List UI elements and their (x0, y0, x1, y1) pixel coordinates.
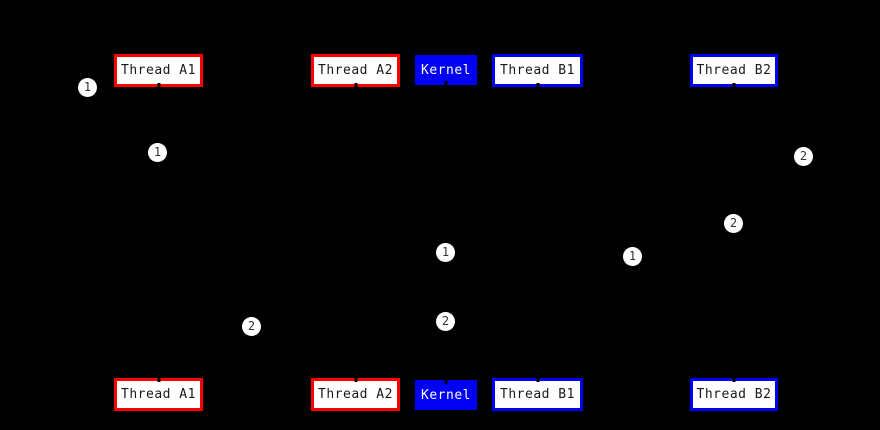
lifeline-stub (157, 83, 160, 88)
actor-box-thread-b2-top: Thread B2 (690, 54, 778, 88)
actor-box-thread-b1-bottom: Thread B1 (492, 377, 583, 411)
actor-label: Thread A1 (121, 63, 196, 78)
step-marker: 2 (724, 214, 743, 233)
actor-box-kernel-bottom: Kernel (415, 379, 477, 410)
actor-label: Thread B2 (696, 63, 772, 78)
lifeline-stub (354, 377, 357, 382)
actor-label: Thread A2 (318, 63, 393, 78)
lifeline-stub (732, 83, 736, 88)
actor-box-thread-a2-bottom: Thread A2 (311, 377, 400, 411)
lifeline-stub (157, 377, 160, 382)
step-marker: 2 (436, 312, 455, 331)
actor-box-thread-a1-top: Thread A1 (114, 54, 203, 88)
actor-label: Thread A1 (121, 387, 196, 402)
step-marker: 1 (78, 78, 97, 97)
actor-label: Thread B1 (500, 387, 575, 402)
lifeline-stub (354, 83, 357, 88)
lifeline-stub (444, 379, 448, 384)
actor-label: Kernel (421, 62, 471, 78)
actor-box-thread-b2-bottom: Thread B2 (690, 377, 778, 411)
step-marker: 2 (242, 317, 261, 336)
actor-label: Thread B1 (500, 63, 575, 78)
lifeline-stub (732, 377, 736, 382)
lifeline-stub (536, 377, 539, 382)
lifeline-stub (444, 81, 448, 86)
step-marker: 2 (794, 147, 813, 166)
step-marker: 1 (436, 243, 455, 262)
actor-label: Thread A2 (318, 387, 393, 402)
actor-box-thread-a2-top: Thread A2 (311, 54, 400, 88)
actor-box-kernel-top: Kernel (415, 55, 477, 86)
actor-box-thread-b1-top: Thread B1 (492, 54, 583, 88)
step-marker: 1 (623, 247, 642, 266)
actor-label: Thread B2 (696, 387, 772, 402)
actor-box-thread-a1-bottom: Thread A1 (114, 377, 203, 411)
step-marker: 1 (148, 143, 167, 162)
actor-label: Kernel (421, 387, 471, 403)
lifeline-stub (536, 83, 539, 88)
